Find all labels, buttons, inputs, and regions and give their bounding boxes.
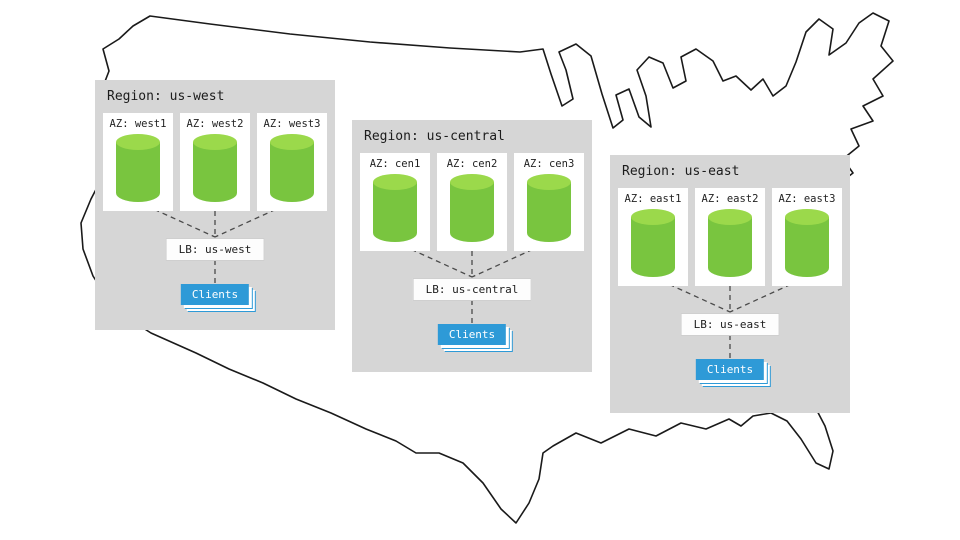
- az-box-cen1: AZ: cen1: [360, 153, 430, 251]
- region-title: Region: us-east: [622, 164, 740, 179]
- az-box-east2: AZ: east2: [695, 188, 765, 286]
- database-cylinder-icon: [785, 209, 829, 277]
- az-label: AZ: west1: [109, 118, 167, 130]
- az-box-west1: AZ: west1: [103, 113, 173, 211]
- az-box-west3: AZ: west3: [257, 113, 327, 211]
- az-box-west2: AZ: west2: [180, 113, 250, 211]
- az-box-east1: AZ: east1: [618, 188, 688, 286]
- az-row: AZ: west1 AZ: west2 AZ: west3: [95, 113, 335, 211]
- az-label: AZ: cen2: [446, 158, 498, 170]
- region-title: Region: us-central: [364, 129, 505, 144]
- clients-box: Clients: [695, 359, 765, 380]
- az-label: AZ: cen3: [523, 158, 575, 170]
- az-box-cen3: AZ: cen3: [514, 153, 584, 251]
- region-us-central: Region: us-central AZ: cen1 AZ: cen2 AZ:…: [352, 120, 592, 372]
- database-cylinder-icon: [116, 134, 160, 202]
- az-label: AZ: east1: [624, 193, 682, 205]
- database-cylinder-icon: [450, 174, 494, 242]
- region-us-east: Region: us-east AZ: east1 AZ: east2 AZ: …: [610, 155, 850, 413]
- database-cylinder-icon: [270, 134, 314, 202]
- az-box-cen2: AZ: cen2: [437, 153, 507, 251]
- az-label: AZ: west2: [186, 118, 244, 130]
- database-cylinder-icon: [631, 209, 675, 277]
- load-balancer-box: LB: us-west: [165, 238, 265, 261]
- region-title: Region: us-west: [107, 89, 225, 104]
- clients-box: Clients: [437, 324, 507, 345]
- az-label: AZ: east2: [701, 193, 759, 205]
- az-row: AZ: cen1 AZ: cen2 AZ: cen3: [352, 153, 592, 251]
- az-box-east3: AZ: east3: [772, 188, 842, 286]
- database-cylinder-icon: [193, 134, 237, 202]
- clients-box: Clients: [180, 284, 250, 305]
- region-us-west: Region: us-west AZ: west1 AZ: west2 AZ: …: [95, 80, 335, 330]
- az-label: AZ: cen1: [369, 158, 421, 170]
- az-label: AZ: west3: [263, 118, 321, 130]
- load-balancer-box: LB: us-east: [680, 313, 780, 336]
- database-cylinder-icon: [527, 174, 571, 242]
- database-cylinder-icon: [373, 174, 417, 242]
- az-label: AZ: east3: [778, 193, 836, 205]
- database-cylinder-icon: [708, 209, 752, 277]
- az-row: AZ: east1 AZ: east2 AZ: east3: [610, 188, 850, 286]
- load-balancer-box: LB: us-central: [412, 278, 532, 301]
